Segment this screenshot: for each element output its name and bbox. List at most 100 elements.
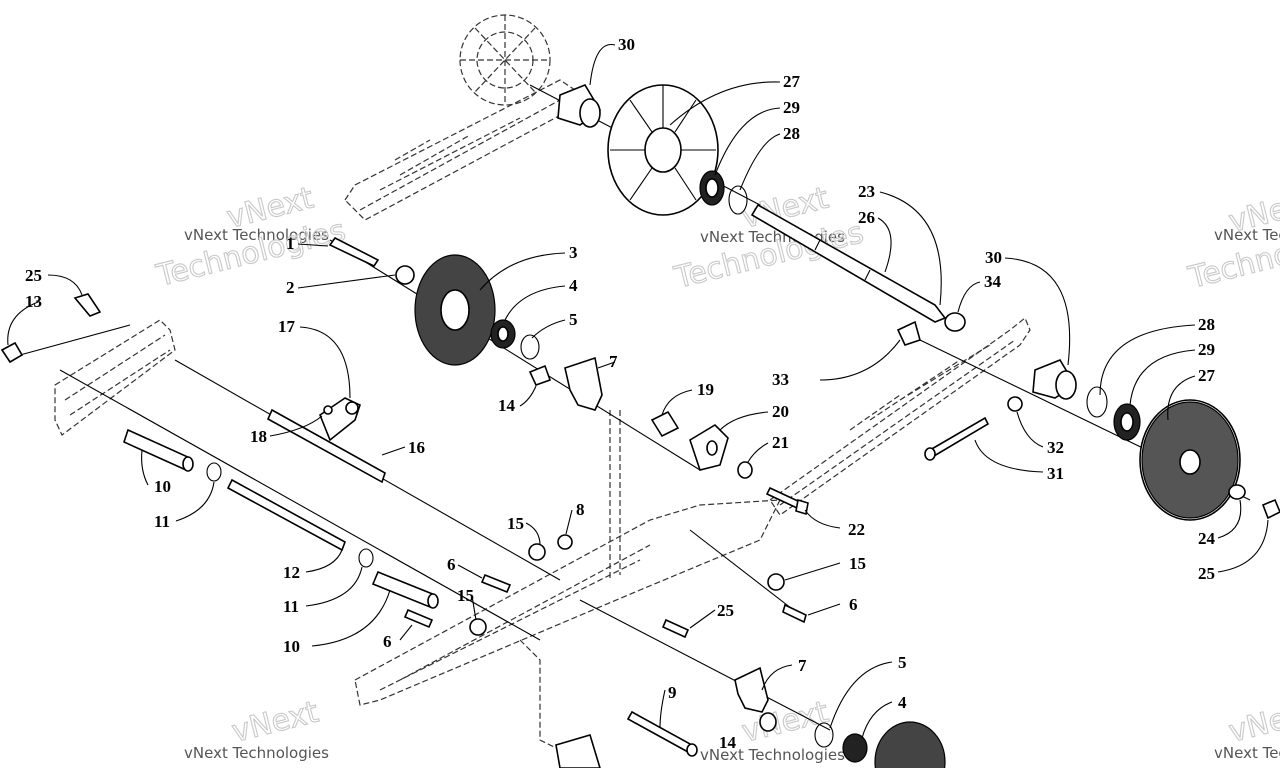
callout-28: 28	[1198, 315, 1215, 334]
callout-16: 16	[408, 438, 425, 457]
svg-text:vNext: vNext	[228, 695, 322, 750]
callout-24: 24	[1198, 529, 1216, 548]
callout-7: 7	[609, 352, 618, 371]
part-15-nut-c	[469, 618, 487, 636]
callout-5: 5	[898, 653, 907, 672]
callout-5: 5	[569, 310, 578, 329]
watermark-4: vNext vNext Technologies	[184, 694, 329, 762]
part-9-bolt	[626, 710, 698, 757]
callout-25: 25	[25, 266, 42, 285]
callout-6: 6	[447, 555, 456, 574]
upper-left-rail	[344, 14, 576, 221]
part-28-right-circlip	[1086, 386, 1108, 418]
part-34-washer	[944, 312, 966, 332]
svg-text:vNext: vNext	[1225, 695, 1280, 750]
callout-17: 17	[278, 317, 296, 336]
svg-text:vNext Technologies: vNext Technologies	[1214, 744, 1280, 762]
part-33-nut	[896, 320, 921, 346]
part-11-ring-upper	[206, 462, 222, 482]
svg-text:vNext Technologies: vNext Technologies	[184, 744, 329, 762]
callout-6: 6	[383, 632, 392, 651]
callout-22: 22	[848, 520, 865, 539]
callout-10: 10	[154, 477, 171, 496]
watermark-3: vNext vNext Technologies Technologies	[1184, 184, 1280, 297]
callout-30: 30	[985, 248, 1002, 267]
callout-28: 28	[783, 124, 800, 143]
part-10-roller-upper	[123, 428, 194, 472]
left-rail-segment	[54, 319, 176, 436]
part-12-tube	[226, 478, 346, 552]
part-31-long-bolt	[924, 416, 990, 461]
callout-12: 12	[283, 563, 300, 582]
part-8-washer	[557, 534, 573, 550]
callout-25: 25	[1198, 564, 1215, 583]
callout-15: 15	[849, 554, 866, 573]
callout-15: 15	[507, 514, 524, 533]
part-29-upper-bearing	[699, 170, 725, 206]
part-5-lower-circlip	[814, 722, 834, 748]
part-14-lower-spacer	[759, 712, 777, 732]
part-7-bracket	[564, 356, 603, 411]
callout-32: 32	[1047, 438, 1064, 457]
part-13-nut	[0, 341, 24, 364]
part-24-washer	[1228, 484, 1246, 500]
svg-text:vNext Technologies: vNext Technologies	[700, 746, 845, 764]
part-29-right-bearing	[1113, 403, 1141, 441]
callout-7: 7	[798, 656, 807, 675]
part-32-nut	[1007, 396, 1023, 412]
part-16-tube	[266, 408, 386, 484]
watermarks: vNext vNext Technologies Technologies vN…	[152, 180, 1280, 764]
part-30-right-spacer	[1032, 359, 1077, 400]
part-14-spacer	[528, 364, 552, 386]
part-6-bolt-a	[480, 573, 512, 594]
part-21-washer	[737, 461, 753, 479]
part-15-nut-b	[767, 573, 785, 591]
watermark-6: vNext vNext Technologies	[1214, 694, 1280, 762]
callout-15: 15	[457, 586, 474, 605]
callout-8: 8	[576, 500, 585, 519]
callout-30: 30	[618, 35, 635, 54]
part-3-wheel	[414, 254, 496, 366]
part-11-ring-lower	[358, 548, 374, 568]
callout-29: 29	[1198, 340, 1215, 359]
part-27-right-wheel	[1139, 399, 1241, 521]
part-4-bearing	[490, 319, 516, 349]
part-23-axle	[750, 203, 947, 323]
callout-11: 11	[154, 512, 170, 531]
callout-14: 14	[498, 396, 516, 415]
part-20-block	[689, 423, 729, 471]
part-30-upper-spacer	[557, 84, 602, 128]
part-5-circlip	[520, 334, 540, 360]
svg-text:vNext Technologies: vNext Technologies	[1214, 226, 1280, 244]
part-4-lower-bearing	[842, 733, 868, 763]
callout-29: 29	[783, 98, 800, 117]
part-17-link-arm	[319, 397, 361, 442]
svg-text:vNext Technologies: vNext Technologies	[184, 226, 329, 244]
callout-23: 23	[858, 182, 875, 201]
callout-2: 2	[286, 278, 295, 297]
callout-31: 31	[1047, 464, 1064, 483]
callout-10: 10	[283, 637, 300, 656]
callout-26: 26	[858, 208, 875, 227]
callout-13: 13	[25, 292, 42, 311]
part-1-bolt	[328, 236, 380, 268]
part-10-roller-lower	[371, 570, 439, 609]
callout-9: 9	[668, 683, 677, 702]
part-19-bushing	[650, 410, 680, 438]
callout-4: 4	[569, 276, 578, 295]
part-25-bolt-right	[1261, 498, 1280, 520]
callout-1: 1	[286, 234, 295, 253]
watermark-1: vNext vNext Technologies Technologies	[152, 180, 350, 295]
callout-21: 21	[772, 433, 789, 452]
part-27-upper-wheel	[607, 84, 719, 216]
callout-33: 33	[772, 370, 789, 389]
callout-14: 14	[719, 733, 737, 752]
part-7-lower-bracket	[734, 666, 769, 713]
callout-labels: 30 27 29 28 23 26 30 34 28 29 27 33 1 2 …	[25, 35, 1216, 752]
part-15-nut-a	[528, 543, 546, 561]
callout-20: 20	[772, 402, 789, 421]
callout-25: 25	[717, 601, 734, 620]
callout-4: 4	[898, 693, 907, 712]
right-rail	[769, 317, 1031, 516]
